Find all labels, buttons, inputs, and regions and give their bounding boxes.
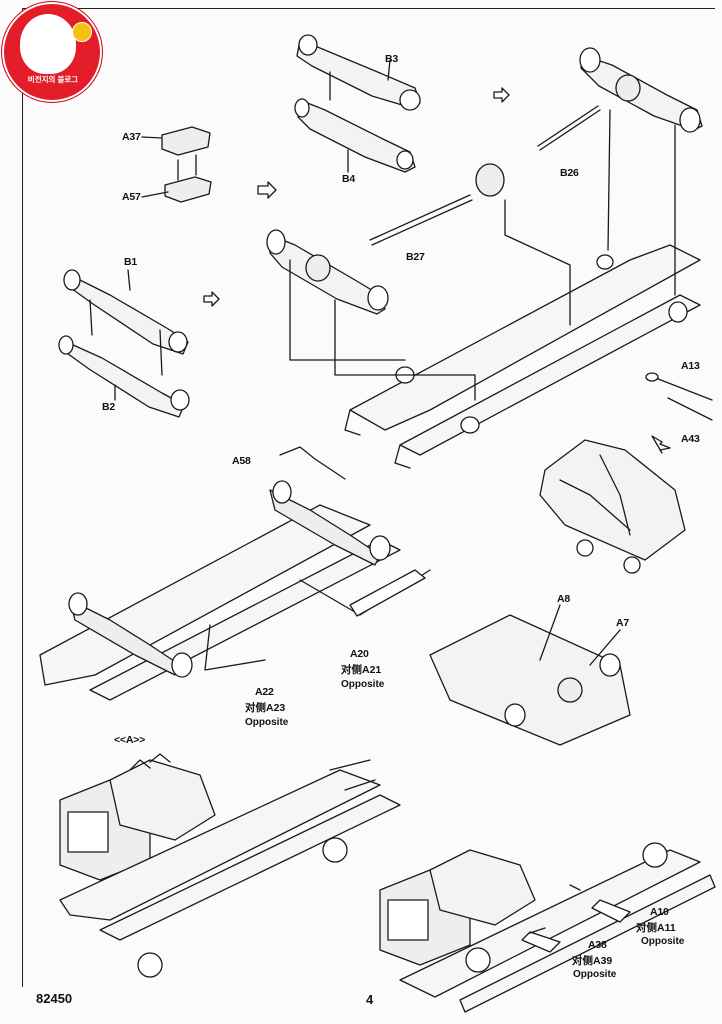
part-label-a39-opposite: 对侧A39 [572,955,613,967]
part-label-a22: A22 [255,686,274,698]
part-label-a11-opposite: 对侧A11 [636,922,676,934]
axle-b1-b2-drawing [58,269,190,418]
front-axle-b3-b4-drawing [294,34,421,173]
watermark-logo: 비전지의 블로그 [2,2,102,102]
part-label-b26: B26 [560,167,579,179]
bracket-a37-a57-drawing [141,126,212,203]
opposite-note-a20: Opposite [341,679,385,690]
arrow-right-icon-3 [203,291,220,307]
part-label-b2: B2 [102,401,116,413]
logo-text: 비전지의 블로그 [27,75,79,84]
part-label-a58: A58 [232,455,251,467]
part-label-a20: A20 [350,648,369,660]
part-label-b4: B4 [342,173,356,185]
rear-axle-drawing [266,47,703,315]
opposite-note-a22: Opposite [245,717,289,728]
part-label-a43: A43 [681,433,700,445]
part-label-a13: A13 [681,360,700,372]
chassis-engine-drawing-2 [379,842,716,1013]
opposite-note-a10: Opposite [641,936,685,947]
part-label-a37: A37 [122,131,141,143]
page-border [22,8,715,987]
rods-a13-a43-drawing [645,372,713,421]
kit-number: 82450 [36,991,73,1006]
part-label-a21-opposite: 对侧A21 [341,664,382,676]
front-suspension-a7-a8-drawing [429,604,631,746]
opposite-note-a38: Opposite [573,969,617,980]
part-label-a10: A10 [650,906,669,918]
part-label-a7: A7 [616,617,630,629]
chassis-frame-drawing-2 [39,446,431,701]
chassis-frame-drawing-1 [289,109,701,469]
part-label-b3: B3 [385,53,399,65]
part-label-b1: B1 [124,256,138,268]
frame-detail-drawing [539,439,686,574]
page-number: 4 [366,992,374,1007]
badge-icon [72,22,92,42]
part-label-a23-opposite: 对侧A23 [245,702,286,714]
part-label-b27: B27 [406,251,425,263]
arrow-down-right-icon [651,435,671,454]
part-label-a38: A38 [588,939,607,951]
sub-step-label-a: <<A>> [114,734,146,746]
arrow-right-icon-2 [493,87,510,103]
part-label-a8: A8 [557,593,571,605]
arrow-right-icon [257,181,277,199]
part-label-a57: A57 [122,191,141,203]
bear-mascot-icon [20,14,76,74]
chassis-engine-drawing-1 [59,753,401,978]
